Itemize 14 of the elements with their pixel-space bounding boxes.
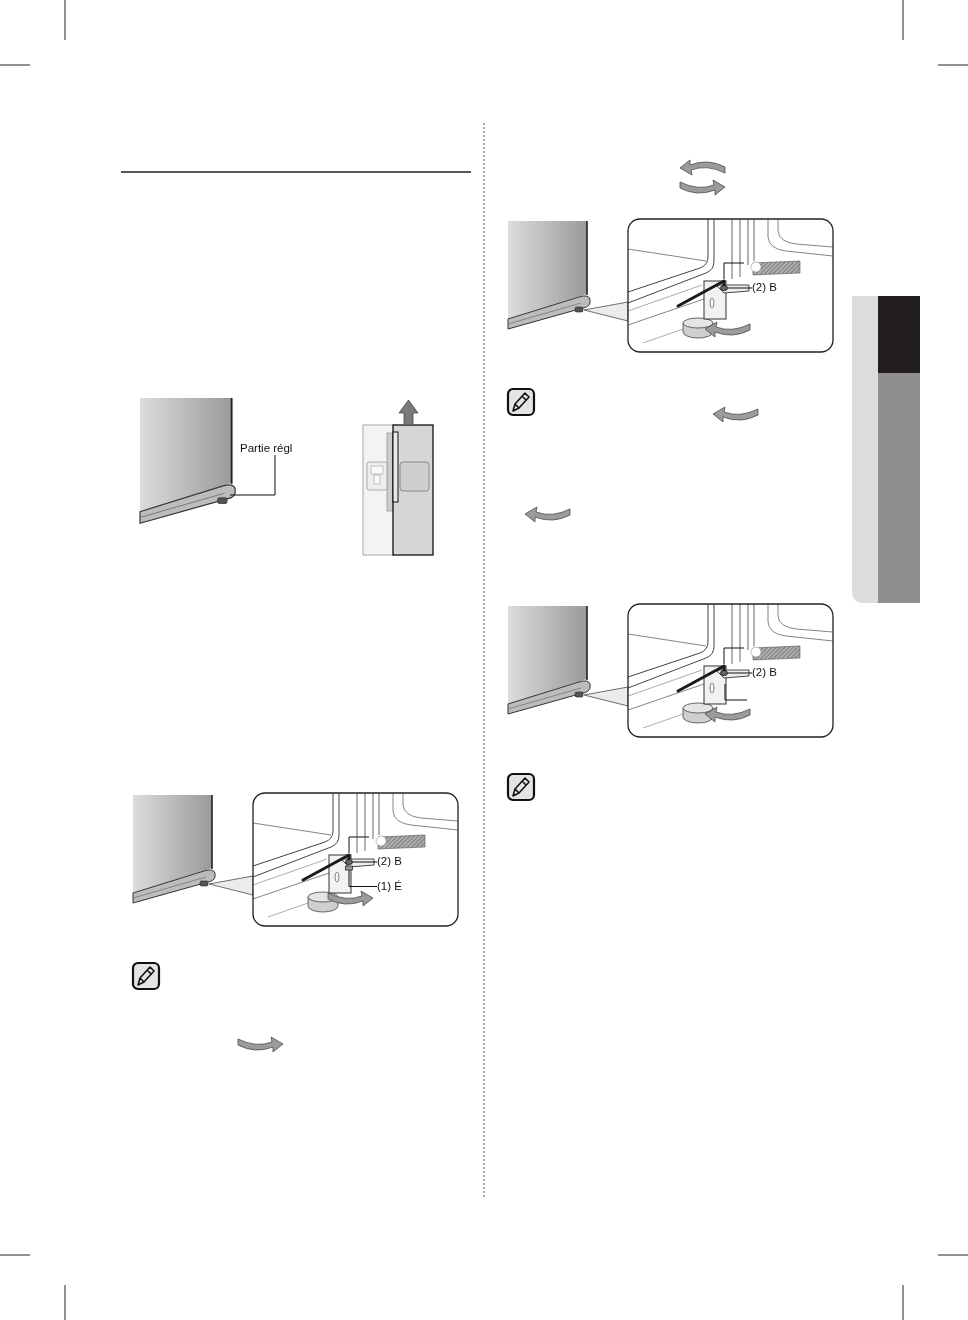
bolt-head [345,859,353,865]
bolt-head [720,670,728,676]
part-label: (2) B [752,666,777,679]
leader-line [352,861,378,863]
part-label: Partie régl [240,442,293,455]
leader-line [727,287,753,289]
leader-line [348,869,378,887]
bolt-head [720,285,728,291]
nut [345,865,353,871]
part-label: (1) É [377,880,402,893]
leader-line [229,454,276,496]
part-label: (2) B [752,281,777,294]
leader-line [727,672,753,674]
part-label: (2) B [377,855,402,868]
